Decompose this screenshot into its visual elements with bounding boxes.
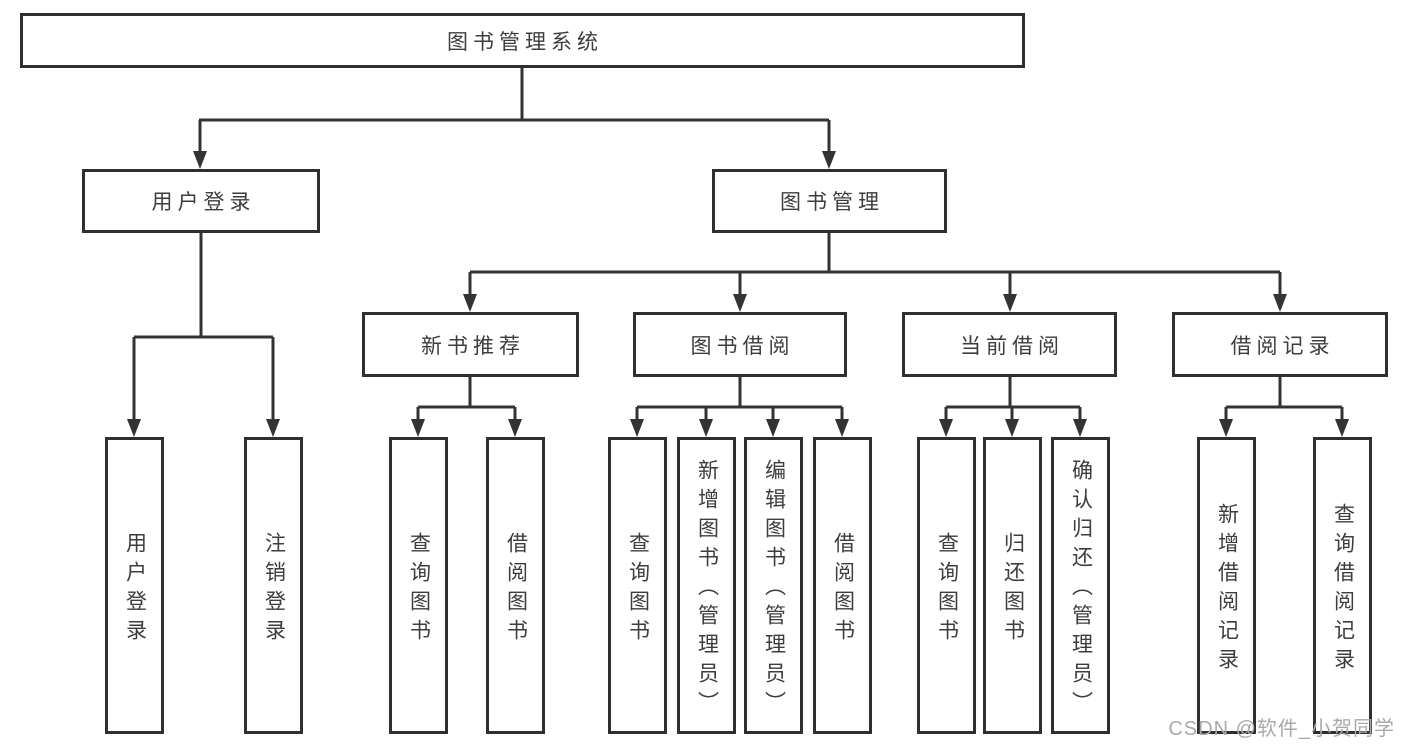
leaf-return-book: 归还图书 <box>983 437 1042 734</box>
connector-new-book-children <box>411 377 522 437</box>
node-current-borrow-label: 当前借阅 <box>960 334 1064 358</box>
leaf-add-borrow-record-label: 新增借阅记录 <box>1215 502 1239 677</box>
leaf-query-books-current-label: 查询图书 <box>935 531 959 648</box>
leaf-edit-book-admin-label: 编辑图书（管理员） <box>762 459 786 720</box>
node-book-management-label: 图书管理 <box>780 191 884 214</box>
leaf-query-borrow-record: 查询借阅记录 <box>1313 437 1372 734</box>
connector-user-login-children <box>127 233 280 437</box>
node-user-login: 用户登录 <box>82 169 320 233</box>
node-borrow-records-label: 借阅记录 <box>1230 334 1335 358</box>
leaf-add-book-admin: 新增图书（管理员） <box>677 437 736 734</box>
leaf-borrow-books-recommend-label: 借阅图书 <box>504 531 528 648</box>
leaf-user-login-label: 用户登录 <box>123 531 147 648</box>
node-book-management: 图书管理 <box>712 169 947 233</box>
leaf-logout-label: 注销登录 <box>262 531 286 648</box>
node-current-borrow: 当前借阅 <box>902 312 1117 377</box>
leaf-query-books-borrow: 查询图书 <box>608 437 667 734</box>
leaf-borrow-books-recommend: 借阅图书 <box>486 437 545 734</box>
leaf-query-borrow-record-label: 查询借阅记录 <box>1331 502 1355 677</box>
leaf-confirm-return-admin-label: 确认归还（管理员） <box>1069 459 1093 720</box>
leaf-add-book-admin-label: 新增图书（管理员） <box>695 459 719 720</box>
leaf-return-book-label: 归还图书 <box>1001 531 1025 648</box>
connector-book-borrow-children <box>630 377 849 437</box>
node-new-book-recommend-label: 新书推荐 <box>421 334 525 358</box>
node-borrow-records: 借阅记录 <box>1172 312 1388 377</box>
node-new-book-recommend: 新书推荐 <box>362 312 579 377</box>
connector-root-to-level2 <box>193 68 836 169</box>
leaf-borrow-books: 借阅图书 <box>813 437 872 734</box>
leaf-logout: 注销登录 <box>244 437 303 734</box>
node-book-borrow: 图书借阅 <box>633 312 847 377</box>
leaf-confirm-return-admin: 确认归还（管理员） <box>1051 437 1110 734</box>
node-library-system: 图书管理系统 <box>20 13 1025 68</box>
connector-current-borrow-children <box>939 377 1087 437</box>
leaf-query-books-current: 查询图书 <box>917 437 976 734</box>
leaf-query-books-borrow-label: 查询图书 <box>626 531 650 648</box>
connector-borrow-records-children <box>1219 377 1349 437</box>
leaf-query-books-recommend: 查询图书 <box>389 437 448 734</box>
leaf-user-login: 用户登录 <box>105 437 164 734</box>
leaf-add-borrow-record: 新增借阅记录 <box>1197 437 1256 734</box>
leaf-borrow-books-label: 借阅图书 <box>831 531 855 648</box>
node-user-login-label: 用户登录 <box>151 191 256 214</box>
node-book-borrow-label: 图书借阅 <box>690 334 795 358</box>
node-library-system-label: 图书管理系统 <box>447 30 603 54</box>
connector-book-management-sections <box>463 233 1287 312</box>
leaf-edit-book-admin: 编辑图书（管理员） <box>744 437 803 734</box>
leaf-query-books-recommend-label: 查询图书 <box>407 531 431 648</box>
csdn-watermark: CSDN @软件_小贺同学 <box>1168 718 1395 740</box>
